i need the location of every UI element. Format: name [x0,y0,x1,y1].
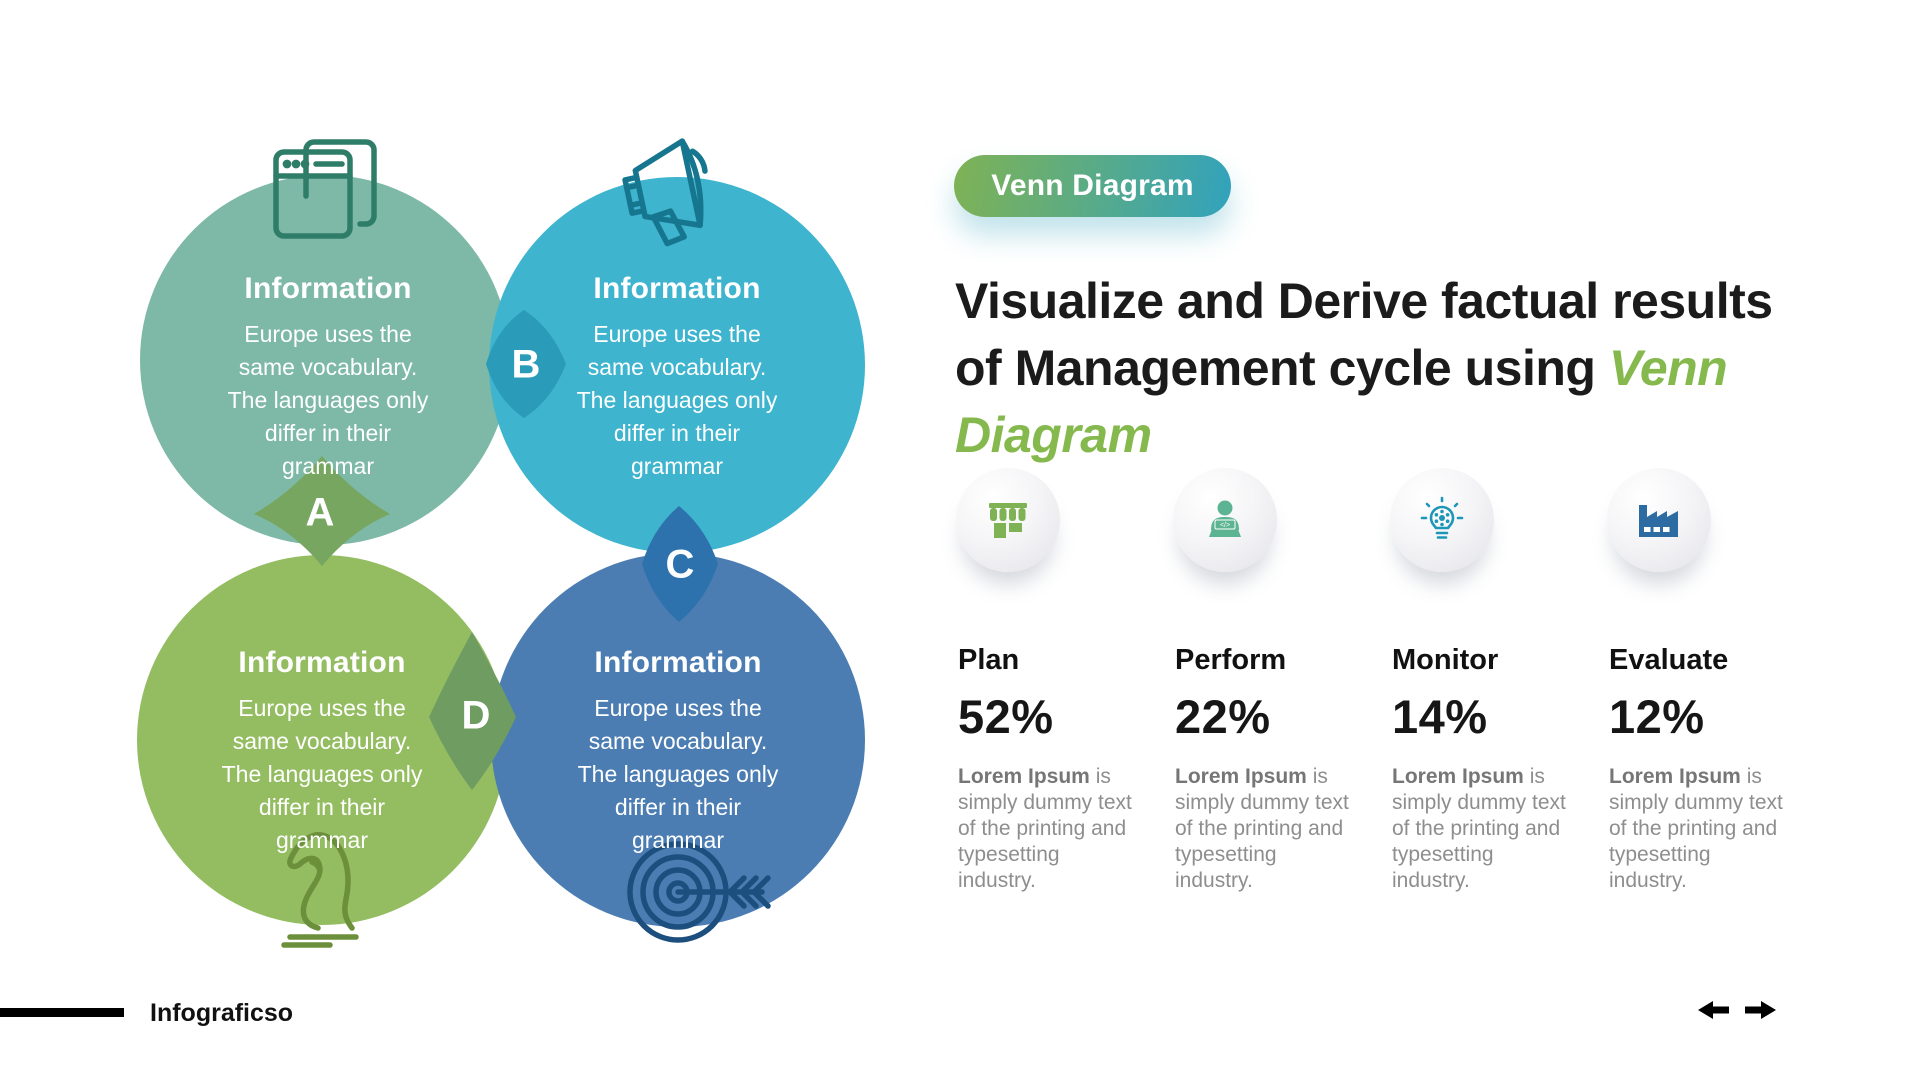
evaluate-icon-sphere [1607,468,1711,572]
stat-value-monitor: 14% [1392,690,1488,743]
overlap-letter-b: B [511,342,541,387]
venn-bottomleft-body: Europe uses the same vocabulary. The lan… [221,695,423,853]
stat-column-plan: Plan 52% Lorem Ipsum is simply dummy tex… [956,468,1153,894]
venn-topleft-text: Information Europe uses the same vocabul… [203,272,453,483]
slide-navigation [1698,1001,1776,1019]
venn-diagram [137,138,865,948]
brand-logo-text: Infograficso [150,999,294,1027]
stat-value-evaluate: 12% [1609,690,1705,743]
venn-bottomright-text: Information Europe uses the same vocabul… [553,646,803,857]
venn-topleft-title: Information [244,272,412,305]
stat-value-plan: 52% [958,690,1054,743]
headline-line1: Visualize and Derive factual results [955,273,1773,329]
venn-topright-body: Europe uses the same vocabulary. The lan… [576,321,778,479]
venn-bottomleft-title: Information [238,646,406,679]
venn-bottomright-body: Europe uses the same vocabulary. The lan… [577,695,779,853]
chess-knight-icon [281,832,359,948]
stat-column-perform: </> Perform 22% Lorem Ipsum is simply du… [1173,468,1370,894]
venn-topright-title: Information [593,272,761,305]
venn-diagram-tag-label: Venn Diagram [991,169,1194,202]
stat-desc-monitor: Lorem Ipsum is simply dummy text of the … [1392,765,1566,892]
venn-bottomright-title: Information [594,646,762,679]
browser-window-icon [273,139,377,239]
stat-label-plan: Plan [958,644,1020,676]
page-title: Visualize and Derive factual results of … [955,268,1855,469]
svg-text:</>: </> [1220,522,1230,529]
monitor-icon-sphere [1390,468,1494,572]
venn-circle-top-right [489,177,865,553]
venn-circle-top-left [140,175,510,545]
stat-value-perform: 22% [1175,690,1271,743]
venn-circle-bottom-right [491,553,865,927]
stat-column-monitor: Monitor 14% Lorem Ipsum is simply dummy … [1390,468,1587,894]
stat-desc-plan: Lorem Ipsum is simply dummy text of the … [958,765,1132,892]
venn-bottomleft-text: Information Europe uses the same vocabul… [197,646,447,857]
headline-line2: of Management cycle using [955,340,1609,396]
megaphone-icon [622,138,708,247]
target-arrow-icon [627,841,771,943]
venn-overlap-a [254,456,390,566]
headline-accent-diagram: Diagram [955,407,1152,463]
person-laptop-icon: </> [1209,500,1241,537]
venn-topleft-body: Europe uses the same vocabulary. The lan… [227,321,429,479]
stat-desc-evaluate: Lorem Ipsum is simply dummy text of the … [1609,765,1783,892]
stat-column-evaluate: Evaluate 12% Lorem Ipsum is simply dummy… [1607,468,1804,894]
venn-diagram-tag: Venn Diagram [954,155,1231,217]
plan-icon-sphere [956,468,1060,572]
storefront-icon [989,503,1027,538]
factory-icon [1639,505,1678,537]
footer-accent-bar [0,1008,124,1017]
venn-overlap-c [642,506,718,622]
idea-gear-bulb-icon [1420,496,1464,539]
overlap-letter-d: D [461,693,491,738]
perform-icon-sphere: </> [1173,468,1277,572]
previous-arrow-icon[interactable] [1698,1001,1732,1019]
stat-label-perform: Perform [1175,644,1287,676]
headline-accent-venn: Venn [1608,340,1728,396]
venn-circle-bottom-left [137,555,507,925]
venn-overlap-b [486,310,566,418]
venn-topright-text: Information Europe uses the same vocabul… [552,272,802,483]
next-arrow-icon[interactable] [1742,1001,1776,1019]
overlap-letter-a: A [305,490,335,535]
overlap-letter-c: C [665,542,695,587]
stat-desc-perform: Lorem Ipsum is simply dummy text of the … [1175,765,1349,892]
stat-label-evaluate: Evaluate [1609,644,1729,676]
venn-overlap-d [429,632,516,790]
stat-label-monitor: Monitor [1392,644,1499,676]
